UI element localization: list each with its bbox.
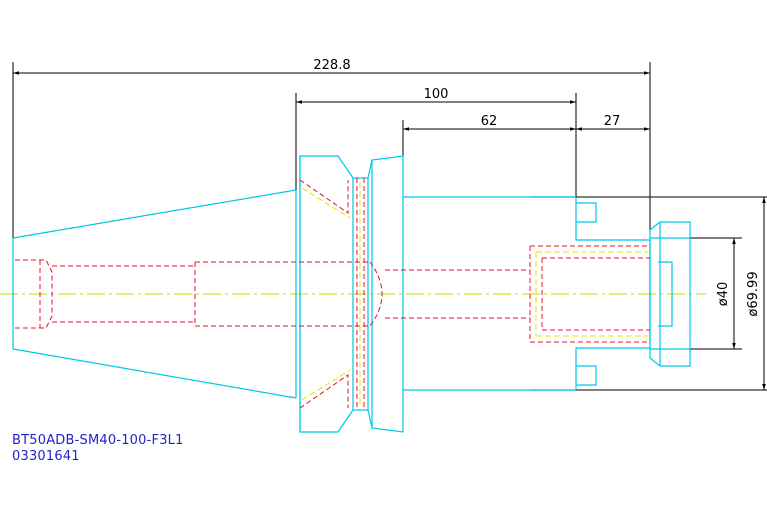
- dimension-62-label: 62: [481, 114, 498, 129]
- dimension-27-label: 27: [604, 114, 621, 129]
- part-number-label: BT50ADB-SM40-100-F3L1: [12, 433, 184, 448]
- dimension-bore-label: ø40: [716, 282, 731, 307]
- hidden-lines: [15, 178, 650, 410]
- dimension-lines: [12, 62, 767, 391]
- dimension-od-label: ø69.99: [746, 271, 761, 316]
- dimension-overall-label: 228.8: [313, 58, 350, 73]
- coolant-channels: [301, 182, 650, 406]
- dimension-100-label: 100: [424, 87, 449, 102]
- holder-outline: [12, 155, 691, 433]
- part-code-label: 03301641: [12, 449, 80, 464]
